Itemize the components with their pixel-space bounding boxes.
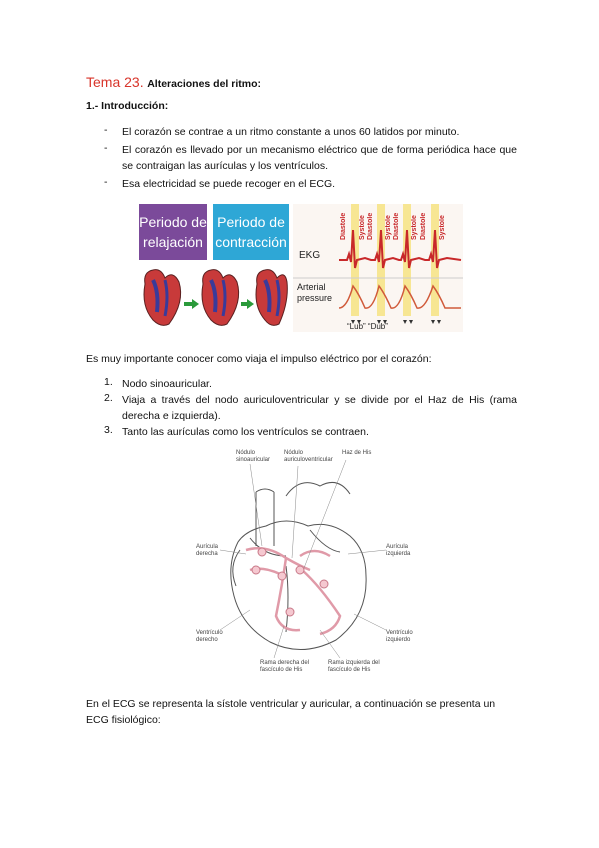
bullet-marker: -	[104, 124, 108, 136]
bullet-item: El corazón es llevado por un mecanismo e…	[122, 144, 517, 172]
heart-phases-figure: Periodo de relajación Periodo de contrac…	[139, 204, 289, 332]
arterial-label-2: pressure	[297, 293, 333, 303]
arterial-pressure-label: Arterial pressure	[297, 282, 332, 304]
label-line: Ventrículo	[196, 630, 223, 636]
contract-box	[213, 204, 289, 260]
arterial-label-1: Arterial	[297, 282, 326, 292]
label-line: fascículo de His	[260, 667, 303, 673]
bullet-marker: -	[104, 176, 108, 188]
list-number: 3.	[104, 424, 113, 436]
heart-sound-arrows	[351, 320, 441, 324]
paragraph-ecg-line2: ECG fisiológico:	[86, 714, 161, 726]
label-line: Nódulo	[236, 450, 256, 456]
contract-label-2: contracción	[215, 234, 287, 250]
diastole-label: Diastole	[420, 212, 427, 240]
label-line: derecho	[196, 637, 218, 643]
arterial-pressure-trace	[338, 284, 461, 309]
label-line: izquierdo	[386, 637, 411, 643]
heart-illustration-2	[201, 269, 240, 326]
diastole-label: Diastole	[393, 212, 400, 240]
label-line: Rama izquierda del	[328, 660, 380, 666]
title-text: Alteraciones del ritmo:	[147, 78, 261, 90]
list-item: Tanto las aurículas como los ventrículos…	[122, 426, 369, 438]
diastole-label: Diastole	[340, 212, 347, 240]
bullet-marker: -	[104, 142, 108, 154]
ekg-pressure-figure: Diastole Systole Diastole Systole Diasto…	[293, 204, 463, 332]
ekg-trace	[339, 229, 462, 269]
label-line: fascículo de His	[328, 667, 371, 673]
contract-label-1: Periodo de	[217, 214, 285, 230]
label-line: auriculoventricular	[284, 457, 333, 463]
lub-dub-label: “Lub” “Dub”	[347, 322, 388, 331]
bullet-item: Esa electricidad se puede recoger en el …	[122, 178, 336, 190]
label-haz-his: Haz de His	[342, 450, 372, 456]
label-line: Rama derecha del	[260, 660, 310, 666]
diastole-label: Diastole	[367, 212, 374, 240]
label-rama-derecha: Rama derecha del fascículo de His	[260, 660, 309, 674]
systole-label: Systole	[439, 215, 446, 240]
label-line: Aurícula	[196, 544, 219, 550]
heart-conduction-illustration	[219, 459, 387, 659]
label-ventriculo-derecho: Ventrículo derecho	[196, 630, 223, 644]
list-item: Viaja a través del nodo auriculoventricu…	[122, 394, 517, 422]
conduction-system-figure: Nódulo sinoauricular Nódulo auriculovent…	[190, 446, 420, 682]
label-ventriculo-izquierdo: Ventrículo izquierdo	[386, 630, 413, 644]
label-auricula-derecha: Aurícula derecha	[196, 544, 218, 558]
paragraph-impulse: Es muy importante conocer como viaja el …	[86, 353, 432, 365]
list-item: Nodo sinoauricular.	[122, 378, 212, 390]
relax-label-1: Periodo de	[139, 214, 207, 230]
label-rama-izquierda: Rama izquierda del fascículo de His	[328, 660, 380, 674]
label-nodulo-auriculoventricular: Nódulo auriculoventricular	[284, 450, 333, 464]
page-title: Tema 23. Alteraciones del ritmo:	[86, 74, 261, 90]
heart-illustration-1	[143, 269, 182, 326]
paragraph-ecg-line1: En el ECG se representa la sístole ventr…	[86, 698, 496, 710]
list-number: 1.	[104, 376, 113, 388]
title-number: Tema 23.	[86, 74, 144, 90]
label-line: izquierda	[386, 551, 411, 557]
label-nodulo-sinoauricular: Nódulo sinoauricular	[236, 450, 270, 464]
label-auricula-izquierda: Aurícula izquierda	[386, 544, 410, 558]
label-line: Nódulo	[284, 450, 304, 456]
label-line: Ventrículo	[386, 630, 413, 636]
bullet-item: El corazón se contrae a un ritmo constan…	[122, 126, 460, 138]
relax-box	[139, 204, 207, 260]
section-heading: 1.- Introducción:	[86, 100, 169, 112]
list-number: 2.	[104, 392, 113, 404]
heart-illustration-3	[255, 269, 288, 326]
heart-phases-illustration	[143, 269, 288, 326]
ekg-label: EKG	[299, 250, 321, 261]
label-line: derecha	[196, 551, 218, 557]
relax-label-2: relajación	[143, 234, 203, 250]
label-line: Aurícula	[386, 544, 409, 550]
label-line: sinoauricular	[236, 457, 271, 463]
